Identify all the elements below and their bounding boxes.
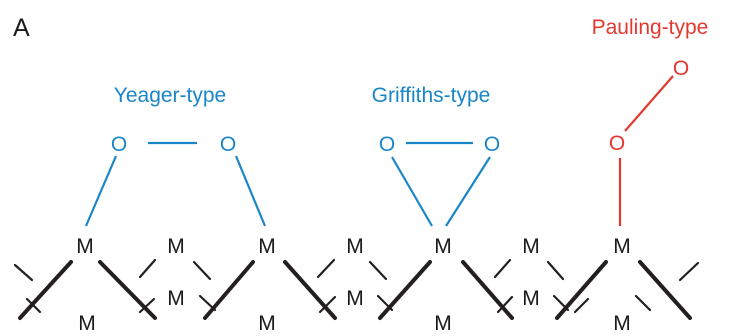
lattice-thick-bonds	[18, 260, 692, 320]
metal-atom-bottom-5: M	[434, 312, 452, 335]
metal-atom-top-3: M	[258, 235, 276, 258]
metal-atom-top-5: M	[434, 235, 452, 258]
pauling-oxygen-atom-bottom: O	[609, 132, 625, 155]
pauling-oxygen-atom-top: O	[673, 57, 689, 80]
metal-atom-bottom-3: M	[258, 312, 276, 335]
metal-atom-top-7: M	[613, 235, 631, 258]
metal-atom-top-4: M	[346, 235, 364, 258]
metal-atom-bottom-1: M	[78, 312, 96, 335]
pauling-bonds	[618, 75, 674, 226]
yeager-oxygen-atom-2: O	[220, 133, 236, 156]
metal-atom-top-2: M	[167, 235, 185, 258]
panel-label: A	[13, 14, 30, 42]
metal-atom-bottom-6: M	[522, 287, 540, 310]
griffiths-type-label: Griffiths-type	[372, 84, 491, 107]
metal-atom-bottom-2: M	[167, 287, 185, 310]
yeager-bonds	[84, 141, 267, 227]
metal-atom-bottom-4: M	[346, 287, 364, 310]
griffiths-bonds	[391, 141, 491, 227]
griffiths-oxygen-atom-1: O	[379, 133, 395, 156]
yeager-type-label: Yeager-type	[114, 84, 226, 107]
pauling-type-label: Pauling-type	[592, 16, 709, 39]
metal-atom-top-1: M	[76, 235, 94, 258]
griffiths-oxygen-atom-2: O	[484, 133, 500, 156]
yeager-oxygen-atom-1: O	[111, 133, 127, 156]
metal-atom-top-6: M	[522, 235, 540, 258]
metal-atom-bottom-7: M	[613, 312, 631, 335]
